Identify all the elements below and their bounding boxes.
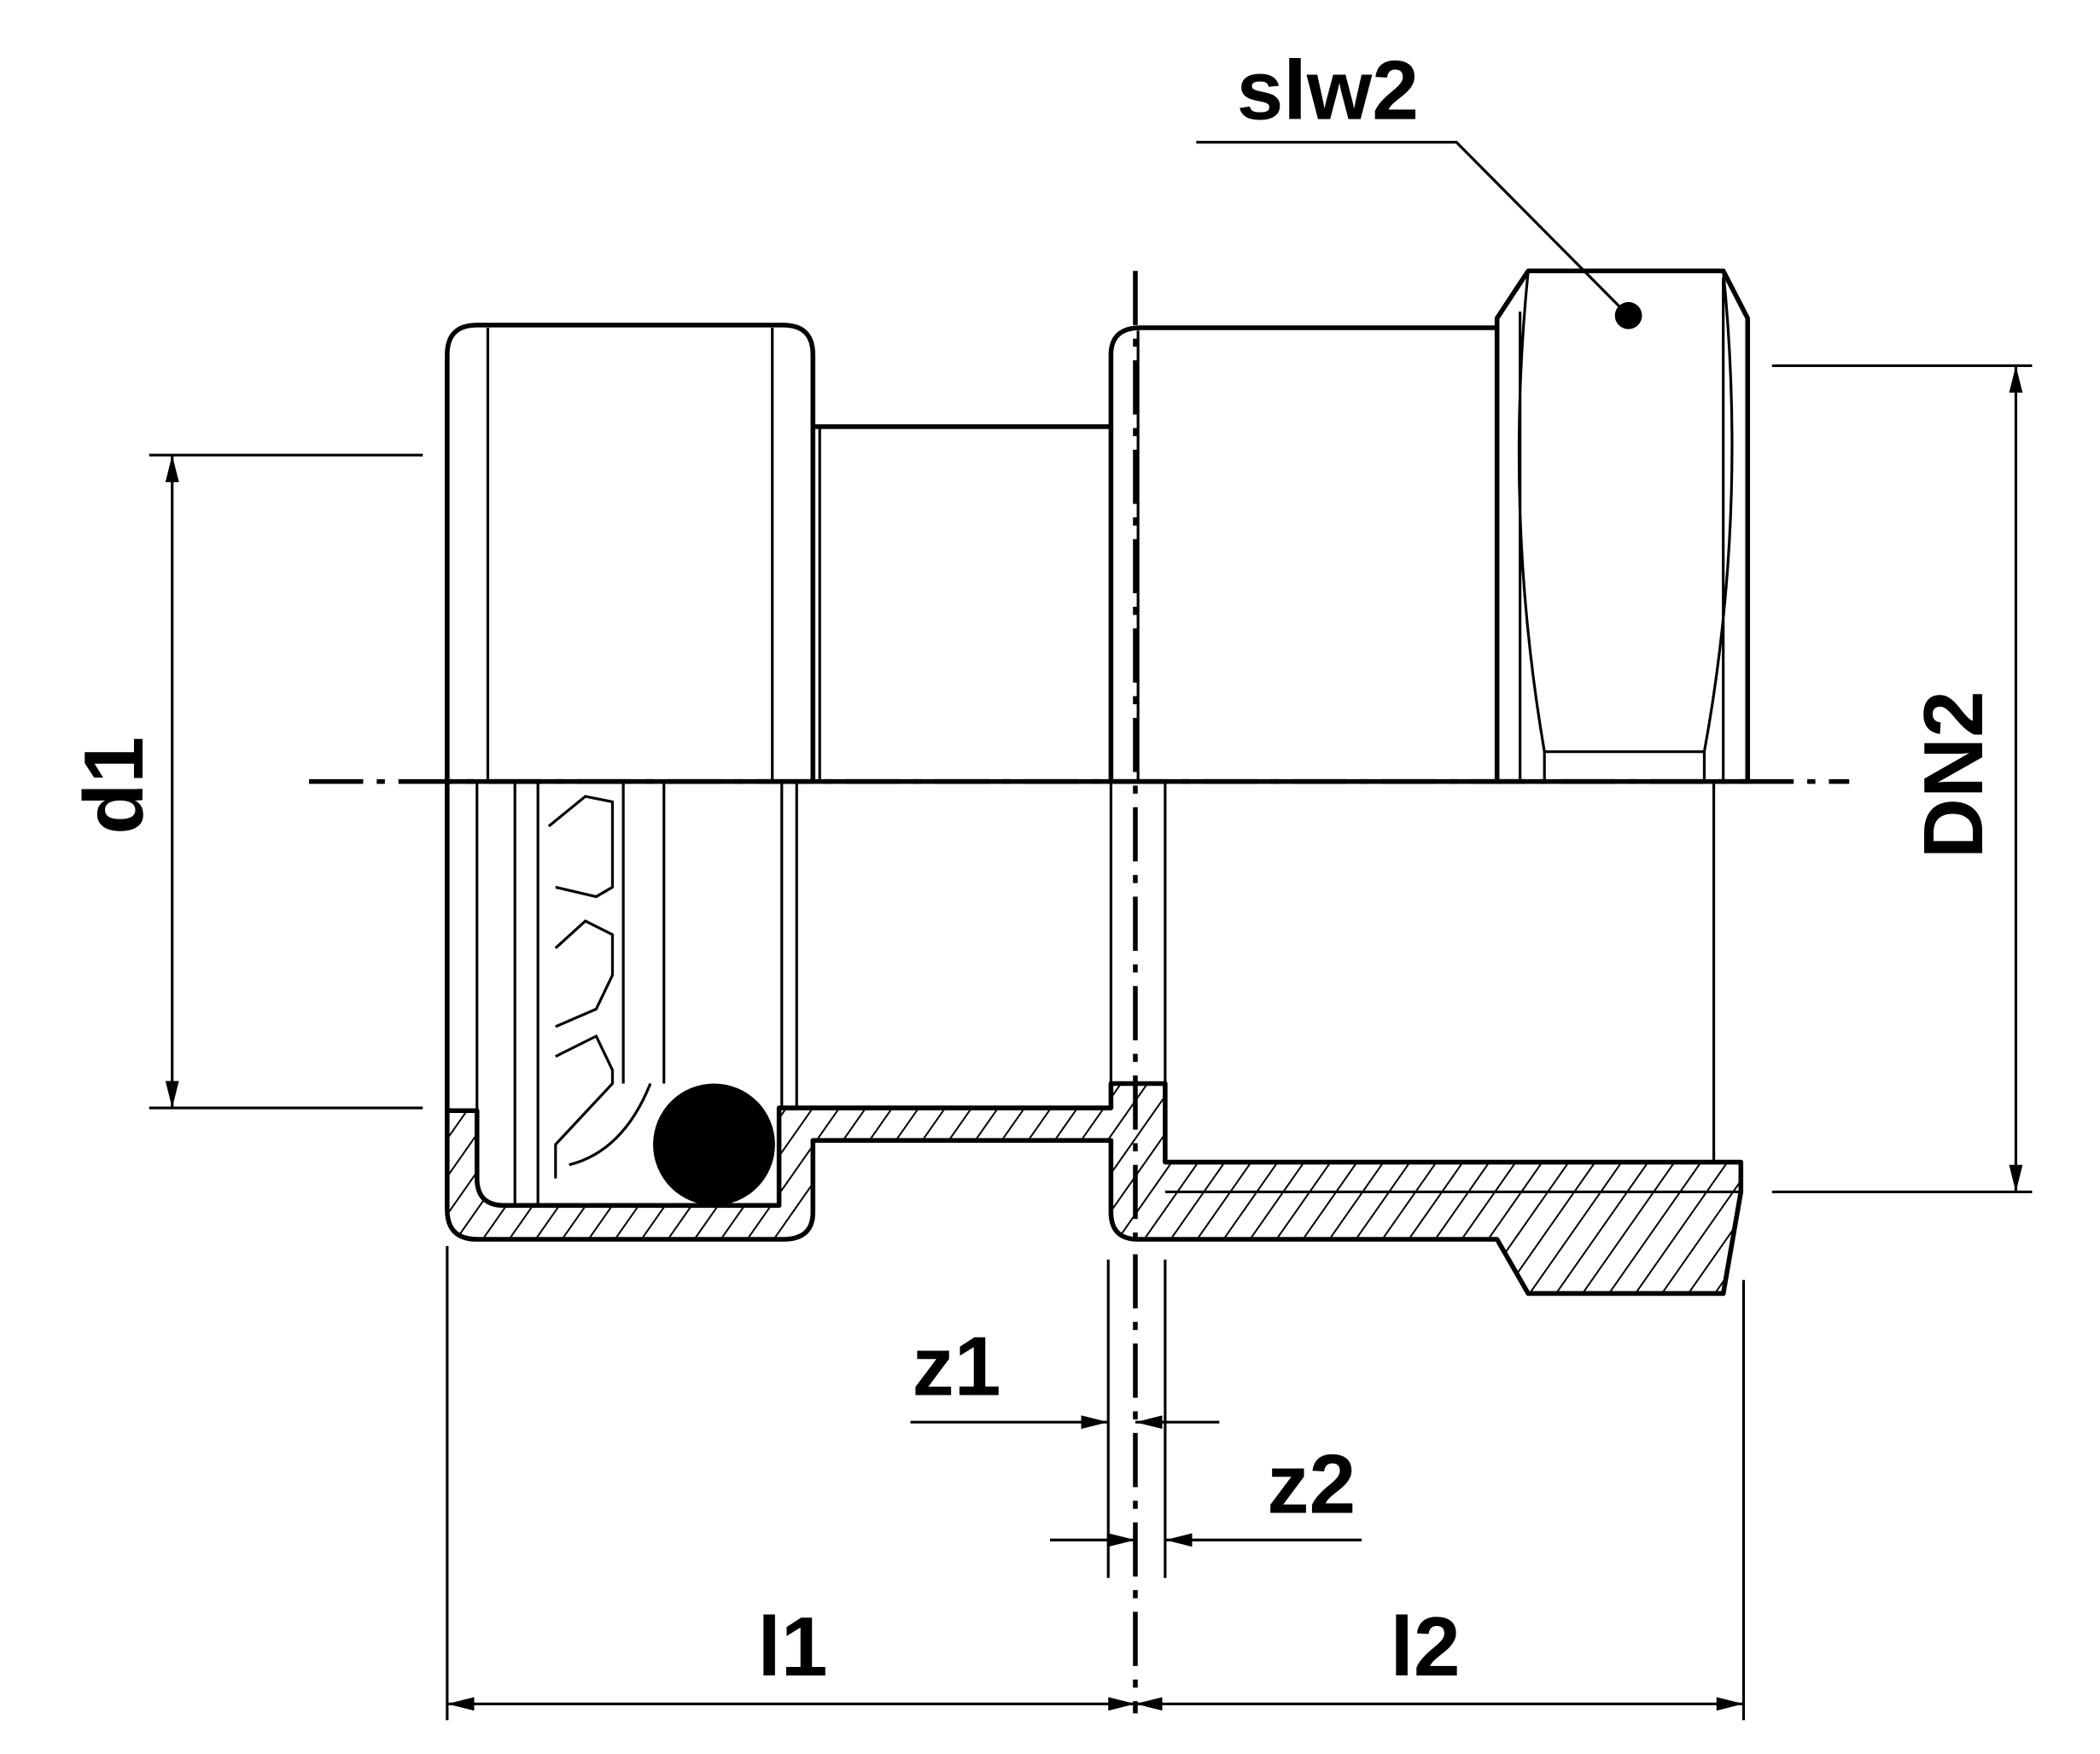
dn2-label: DN2 <box>1906 691 2000 859</box>
z1-label: z1 <box>913 1319 1001 1413</box>
z2-label: z2 <box>1267 1437 1356 1531</box>
l1-dimension: l1 <box>446 1600 1135 1711</box>
l1-label: l1 <box>757 1600 827 1693</box>
grip-ring <box>547 795 652 1179</box>
hex-nut <box>1494 268 1751 784</box>
z2-dimension: z2 <box>1050 1437 1362 1547</box>
dn2-dimension: DN2 <box>1771 364 2033 1194</box>
l2-label: l2 <box>1391 1600 1461 1693</box>
z1-dimension: z1 <box>910 1319 1220 1430</box>
d1-label: d1 <box>67 737 160 835</box>
upper-half-view <box>445 268 1751 784</box>
d1-dimension: d1 <box>67 453 423 1110</box>
o-ring <box>653 1083 775 1206</box>
section-hatching <box>445 1081 1744 1297</box>
l2-dimension: l2 <box>1135 1600 1744 1711</box>
slw2-callout: slw2 <box>1196 44 1642 329</box>
slw2-label: slw2 <box>1237 44 1419 137</box>
lower-half-section <box>445 778 1744 1297</box>
